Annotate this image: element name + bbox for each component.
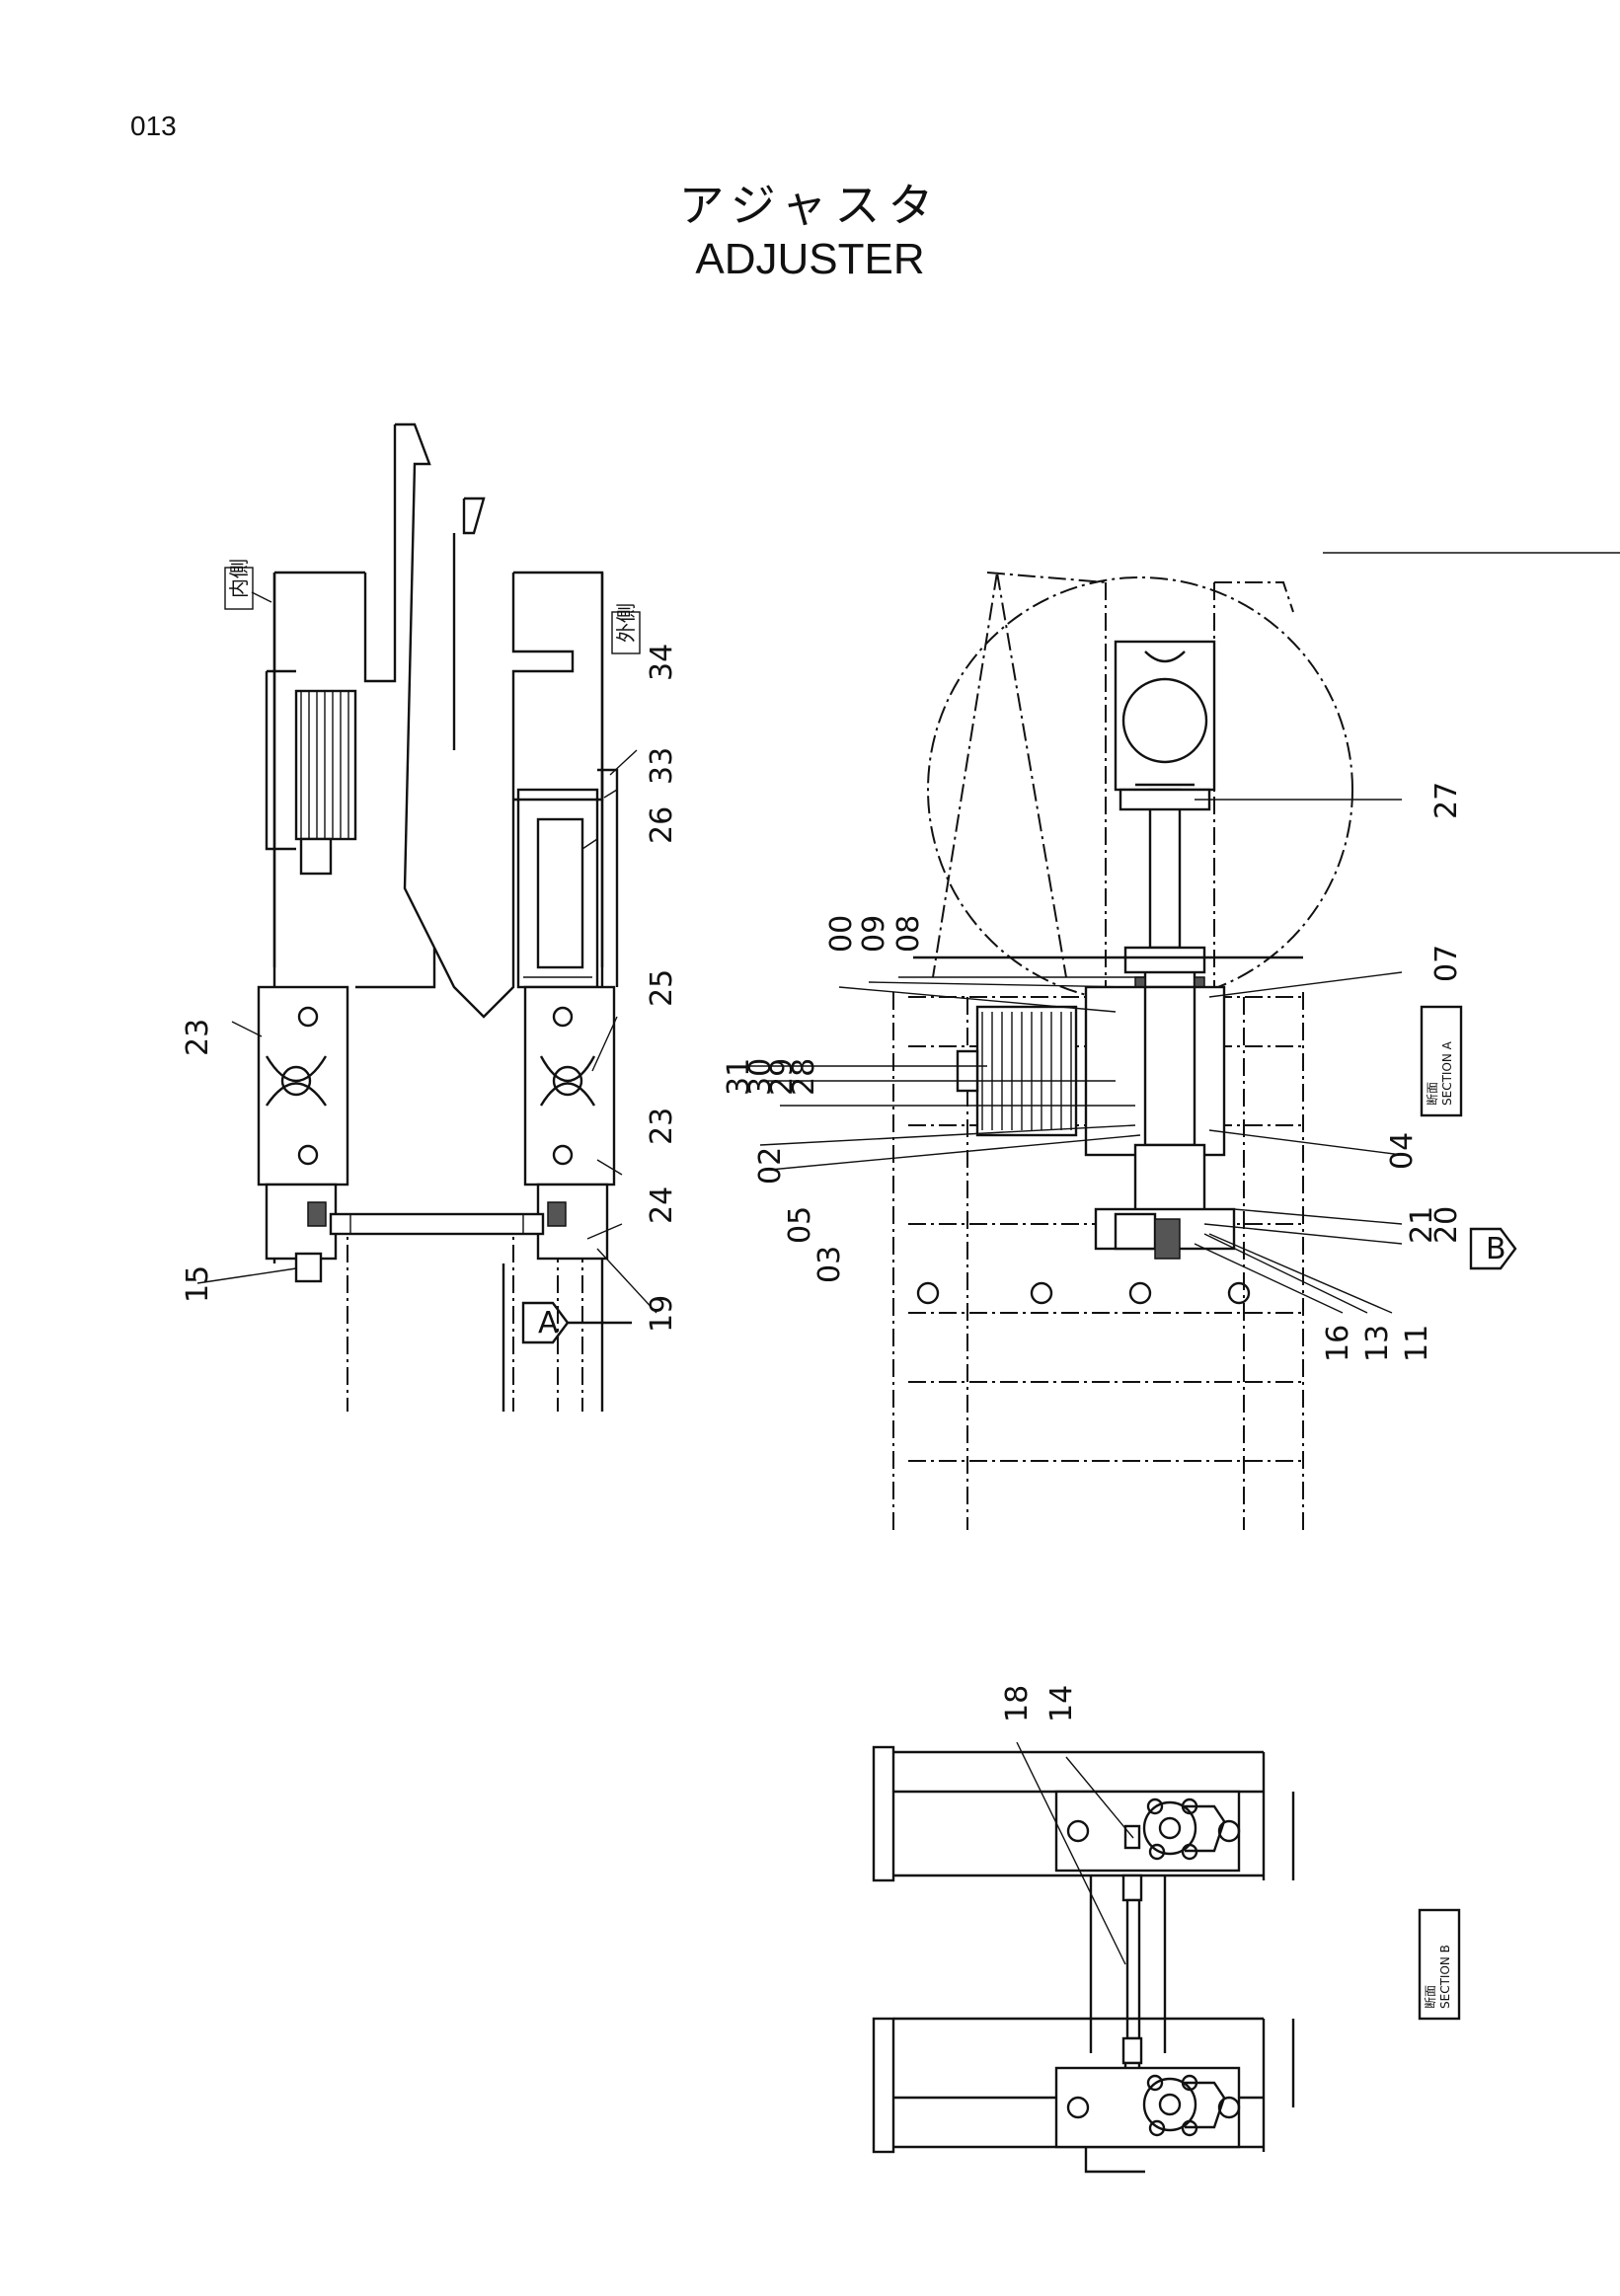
callout-26: 26 <box>645 806 679 844</box>
section-a-kanji: 断面 <box>1425 1082 1439 1106</box>
callout-03: 03 <box>812 1246 847 1283</box>
callout-31: 31 <box>722 1058 756 1096</box>
section-a-label: SECTION A <box>1440 1040 1454 1106</box>
callout-14: 14 <box>1044 1685 1079 1722</box>
section-b-drawing: SECTION B 断面 <box>872 1745 1461 2174</box>
callout-00: 00 <box>824 915 859 953</box>
section-b-label: SECTION B <box>1438 1945 1452 2009</box>
view-a-marker: A <box>538 1306 559 1340</box>
callout-04: 04 <box>1385 1132 1420 1170</box>
left-view-drawing: 内側 外側 A <box>224 422 641 1412</box>
callout-09: 09 <box>857 915 891 953</box>
callout-19: 19 <box>645 1295 679 1333</box>
callout-07: 07 <box>1429 945 1464 982</box>
callout-08: 08 <box>891 915 926 953</box>
outer-side-label: 外側 <box>614 603 638 643</box>
callout-15: 15 <box>181 1265 215 1303</box>
callout-30: 30 <box>743 1058 778 1096</box>
page-number: 013 <box>130 111 177 141</box>
callout-28: 28 <box>787 1058 821 1096</box>
section-b-kanji: 断面 <box>1423 1985 1437 2009</box>
title-english: ADJUSTER <box>695 235 925 283</box>
view-b-marker: B <box>1486 1232 1506 1266</box>
callout-23-upper: 23 <box>181 1019 215 1056</box>
callout-34: 34 <box>645 644 679 681</box>
section-a-callouts: 00 09 08 27 07 31 30 29 28 02 05 03 04 2… <box>722 782 1464 1362</box>
callout-33: 33 <box>645 747 679 785</box>
callout-27: 27 <box>1429 782 1464 819</box>
callout-21: 21 <box>1405 1206 1439 1244</box>
section-b-callouts: 18 14 <box>1000 1685 1134 1965</box>
callout-13: 13 <box>1360 1325 1395 1362</box>
left-view-callouts: 34 33 26 25 23 23 24 15 19 <box>181 644 679 1333</box>
callout-29: 29 <box>765 1058 800 1096</box>
section-a-drawing: SECTION A 断面 B <box>892 552 1620 1530</box>
callout-11: 11 <box>1400 1325 1434 1362</box>
title-japanese: アジャスタ <box>678 179 942 232</box>
callout-05: 05 <box>783 1206 817 1244</box>
callout-02: 02 <box>753 1147 788 1185</box>
callout-20: 20 <box>1429 1206 1464 1244</box>
callout-25: 25 <box>645 969 679 1007</box>
callout-18: 18 <box>1000 1685 1035 1722</box>
inner-side-label: 内側 <box>227 559 251 598</box>
callout-24: 24 <box>645 1186 679 1224</box>
callout-23-lower: 23 <box>645 1108 679 1145</box>
callout-16: 16 <box>1321 1325 1355 1362</box>
